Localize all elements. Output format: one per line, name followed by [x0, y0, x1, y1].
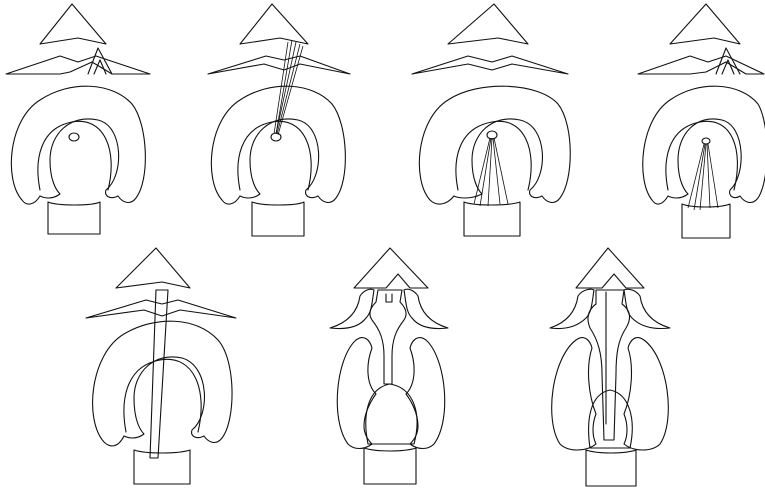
right-wing: [404, 289, 448, 328]
outer-hood: [419, 86, 570, 204]
wing-bract: [86, 300, 236, 318]
panel-7: [550, 248, 670, 486]
outer-hood: [337, 338, 376, 449]
ovary-box: [252, 202, 304, 236]
stigma-dot: [702, 138, 710, 144]
wing-bract: [412, 56, 568, 74]
top-bract: [448, 4, 528, 44]
inner-hood: [666, 121, 738, 190]
outer-hood: [552, 338, 596, 450]
outer-hood-right: [624, 338, 668, 450]
panel-6: [330, 248, 448, 484]
wing-bract: [638, 56, 764, 74]
inner-chevron-2: [722, 60, 734, 74]
top-bract: [40, 4, 106, 44]
inner-hood: [124, 359, 201, 432]
ovary-box: [682, 204, 730, 238]
panel-4: [638, 4, 765, 238]
left-wing: [330, 289, 374, 328]
stigma-dot: [487, 131, 497, 139]
inner-style-line: [386, 294, 392, 302]
top-arrow: [354, 248, 428, 288]
panel-3: [412, 4, 570, 236]
left-wing: [550, 289, 594, 328]
wing-bract: [208, 56, 350, 74]
ovary-box: [134, 450, 190, 484]
ovary-box: [586, 450, 636, 486]
ovary-box: [464, 202, 520, 236]
outer-hood-right: [406, 338, 445, 449]
panel-1: [6, 4, 150, 234]
panel-5: [86, 248, 236, 484]
ovary-box: [364, 448, 416, 484]
panel-2: [208, 4, 350, 236]
ovule-dot: [69, 133, 79, 141]
ovary-bulb: [366, 384, 417, 444]
wing-bract: [6, 56, 150, 74]
style-column: [370, 290, 406, 384]
ovary-box: [48, 202, 100, 234]
top-bract: [240, 4, 308, 44]
stigma-dot: [271, 133, 281, 141]
top-bract: [116, 248, 190, 288]
outer-hood: [11, 86, 145, 204]
top-arrow: [576, 248, 644, 288]
pollen-tubes-to-ovary: [688, 144, 718, 210]
right-wing: [624, 289, 670, 328]
inner-hood: [38, 121, 111, 190]
top-bract: [670, 4, 740, 44]
